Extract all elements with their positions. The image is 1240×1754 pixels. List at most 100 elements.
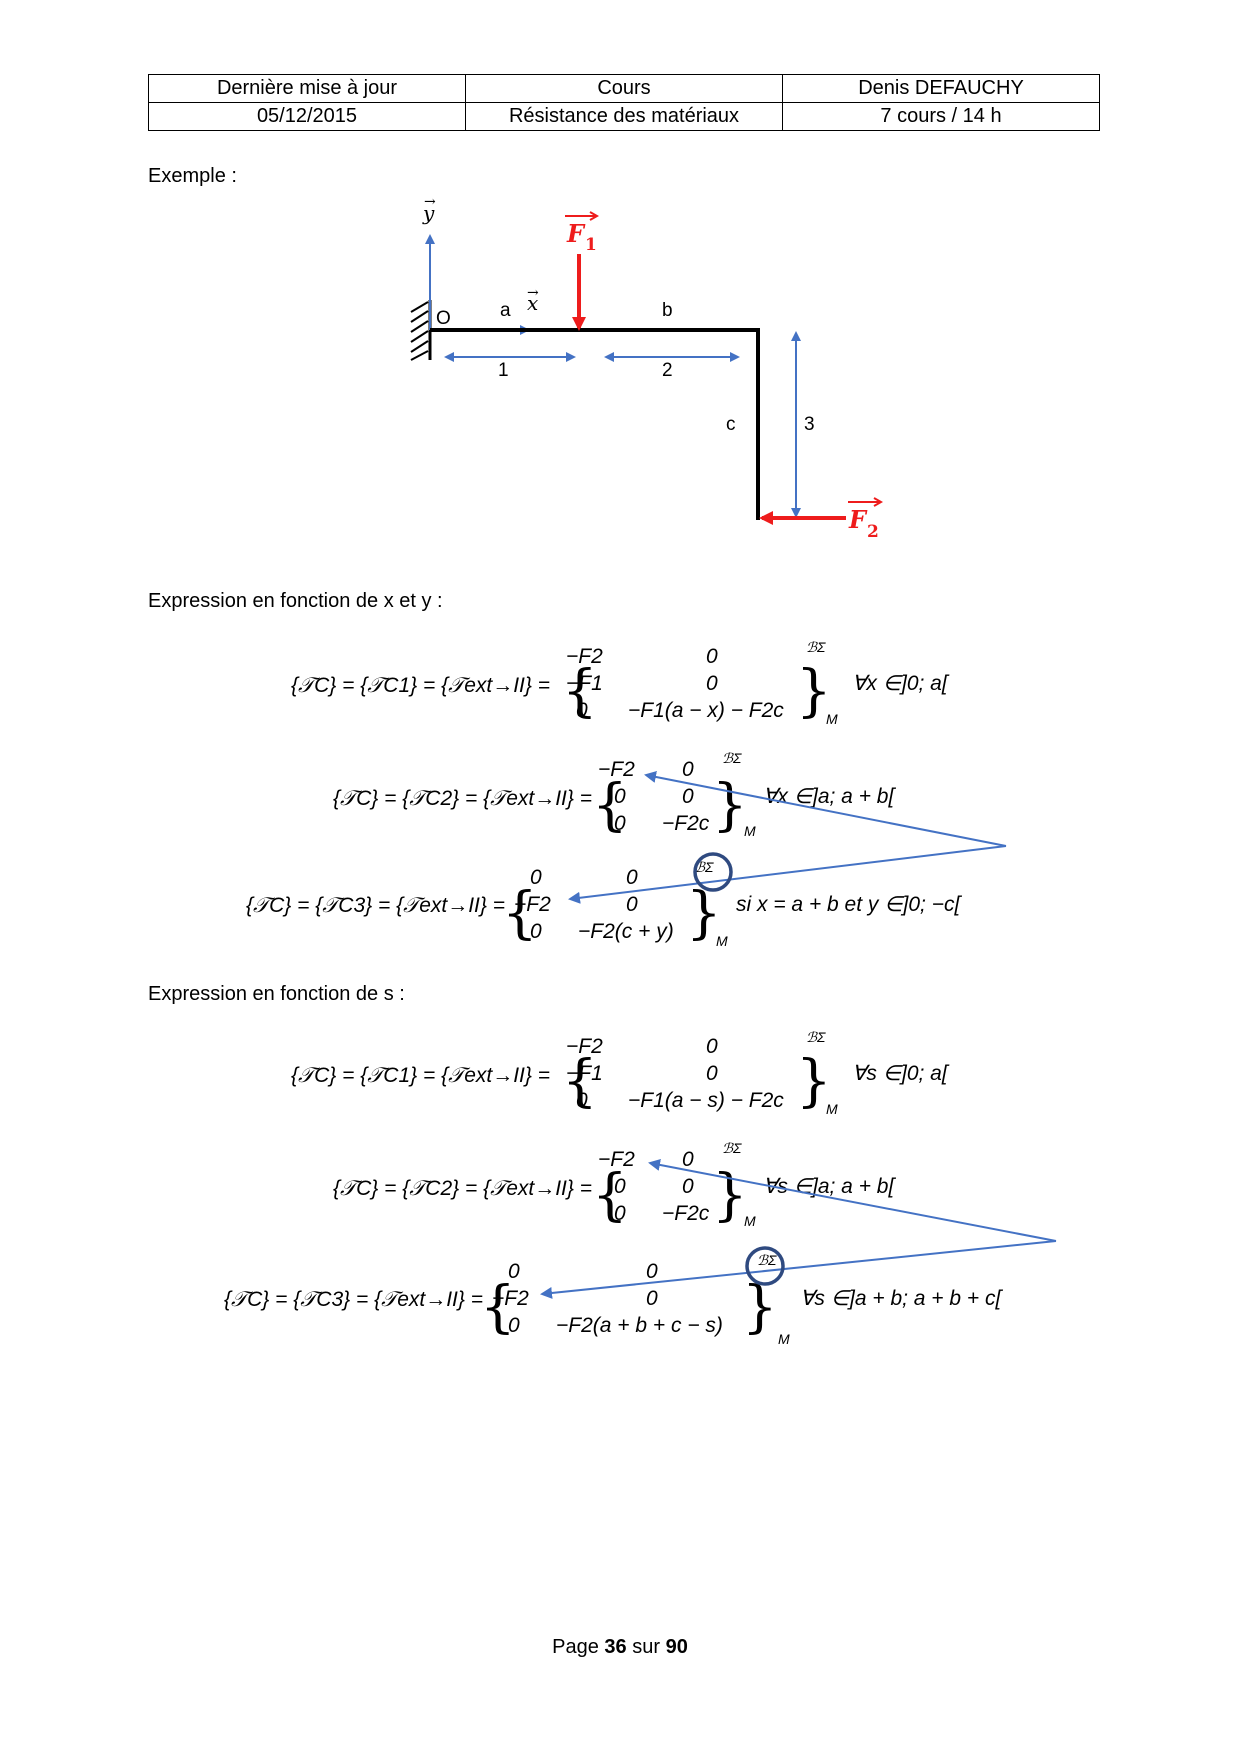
eq-xy-2-m21: 0 xyxy=(614,785,626,808)
force-f1-label: F xyxy=(566,219,586,248)
eq-s-1-basis: ℬΣ xyxy=(806,1029,826,1045)
annotation-circle-s xyxy=(745,1246,785,1286)
header-duration: 7 cours / 14 h xyxy=(782,102,1100,131)
eq-s-3-condition: ∀s ∈]a + b; a + b + c[ xyxy=(800,1287,1004,1310)
eq-s-3-lhs: {𝒯C} = {𝒯C3} = {𝒯ext→II} = xyxy=(224,1288,483,1311)
brace-close: } xyxy=(712,1163,748,1228)
eq-xy-3-m21: −F2 xyxy=(514,893,551,916)
f2-vector-bar xyxy=(848,497,884,507)
header-date: 05/12/2015 xyxy=(148,102,466,131)
eq-s-2-point: M xyxy=(744,1213,756,1229)
brace-close: } xyxy=(712,773,748,838)
segment-3-label: 3 xyxy=(804,414,815,435)
eq-s-2-m31: 0 xyxy=(614,1202,626,1225)
eq-s-2-m32: −F2c xyxy=(662,1202,710,1225)
eq-xy-3-m12: 0 xyxy=(626,866,638,889)
footer-page-total: 90 xyxy=(665,1636,688,1658)
eq-s-3-point: M xyxy=(778,1331,790,1347)
force-f1-subscript: 1 xyxy=(585,235,597,255)
brace-open: { xyxy=(562,659,598,724)
eq-xy-1-condition: ∀x ∈]0; a[ xyxy=(852,672,950,695)
eq-xy-2-m12: 0 xyxy=(682,758,694,781)
eq-s-3-basis: ℬΣ xyxy=(757,1252,777,1268)
eq-xy-2-m22: 0 xyxy=(682,785,694,808)
page-footer: Page 36 sur 90 xyxy=(0,1636,1240,1659)
footer-page-number: 36 xyxy=(604,1636,627,1658)
header-course-title: Résistance des matériaux xyxy=(465,102,783,131)
x-vector-mark: → xyxy=(527,285,539,301)
eq-s-1-m12: 0 xyxy=(706,1035,718,1058)
f1-vector-bar xyxy=(565,211,600,221)
header-table: Dernière mise à jour Cours Denis DEFAUCH… xyxy=(148,74,1100,131)
header-last-update-label: Dernière mise à jour xyxy=(148,74,466,103)
force-f2-subscript: 2 xyxy=(867,522,879,542)
eq-s-2-m22: 0 xyxy=(682,1175,694,1198)
length-a-label: a xyxy=(500,300,511,321)
y-axis-label: y xyxy=(422,201,435,225)
brace-open: { xyxy=(592,773,628,838)
brace-open: { xyxy=(562,1049,598,1114)
section-xy-label: Expression en fonction de x et y : xyxy=(148,590,443,612)
eq-xy-2-condition: ∀x ∈]a; a + b[ xyxy=(763,785,896,808)
eq-s-1-m11: −F2 xyxy=(566,1035,603,1058)
length-b-label: b xyxy=(662,300,673,321)
section-s-label: Expression en fonction de s : xyxy=(148,983,405,1005)
eq-xy-3-m22: 0 xyxy=(626,893,638,916)
eq-xy-3-m31: 0 xyxy=(530,920,542,943)
eq-xy-1-m22: 0 xyxy=(706,672,718,695)
brace-close: } xyxy=(742,1275,778,1340)
brace-open: { xyxy=(480,1275,516,1340)
eq-s-2-m21: 0 xyxy=(614,1175,626,1198)
eq-s-3-m31: 0 xyxy=(508,1314,520,1337)
segment-1-label: 1 xyxy=(498,360,509,381)
annotation-circle-xy xyxy=(693,852,733,892)
eq-s-2-lhs: {𝒯C} = {𝒯C2} = {𝒯ext→II} = xyxy=(333,1177,592,1200)
eq-xy-1-m32: −F1(a − x) − F2c xyxy=(628,699,784,722)
eq-s-1-m21: −F1 xyxy=(566,1062,603,1085)
eq-s-1-m32: −F1(a − s) − F2c xyxy=(628,1089,784,1112)
eq-s-2-m11: −F2 xyxy=(598,1148,635,1171)
eq-s-2-m12: 0 xyxy=(682,1148,694,1171)
eq-s-2-condition: ∀s ∈]a; a + b[ xyxy=(763,1175,896,1198)
eq-xy-3-lhs: {𝒯C} = {𝒯C3} = {𝒯ext→II} = xyxy=(246,894,505,917)
beam-diagram: y → x → O a b c 1 2 3 F 1 F 2 xyxy=(410,194,884,542)
eq-s-1-m22: 0 xyxy=(706,1062,718,1085)
eq-xy-1-m11: −F2 xyxy=(566,645,603,668)
eq-s-3-m11: 0 xyxy=(508,1260,520,1283)
brace-close: } xyxy=(796,659,832,724)
footer-sur-word: sur xyxy=(632,1636,661,1658)
eq-s-3-m12: 0 xyxy=(646,1260,658,1283)
eq-xy-2-m11: −F2 xyxy=(598,758,635,781)
eq-xy-3-condition: si x = a + b et y ∈]0; −c[ xyxy=(736,893,962,916)
footer-page-word: Page xyxy=(552,1636,599,1658)
eq-xy-2-lhs: {𝒯C} = {𝒯C2} = {𝒯ext→II} = xyxy=(333,787,592,810)
eq-xy-1-point: M xyxy=(826,711,838,727)
eq-s-1-m31: 0 xyxy=(576,1089,588,1112)
header-type-label: Cours xyxy=(465,74,783,103)
eq-s-2-basis: ℬΣ xyxy=(722,1140,742,1156)
eq-s-3-m21: −F2 xyxy=(492,1287,529,1310)
brace-open: { xyxy=(592,1163,628,1228)
eq-xy-1-lhs: {𝒯C} = {𝒯C1} = {𝒯ext→II} = xyxy=(291,674,550,697)
x-axis-label: x xyxy=(527,291,538,315)
eq-xy-1-basis: ℬΣ xyxy=(806,639,826,655)
eq-xy-3-point: M xyxy=(716,933,728,949)
brace-open: { xyxy=(502,881,538,946)
eq-s-3-m32: −F2(a + b + c − s) xyxy=(556,1314,723,1337)
eq-s-3-m22: 0 xyxy=(646,1287,658,1310)
annotation-arrow-s-bottom xyxy=(540,1240,1057,1299)
example-label: Exemple : xyxy=(148,165,237,187)
eq-xy-2-basis: ℬΣ xyxy=(722,750,742,766)
y-vector-mark: → xyxy=(424,194,436,210)
eq-xy-2-m32: −F2c xyxy=(662,812,710,835)
length-c-label: c xyxy=(726,414,736,435)
eq-xy-1-m31: 0 xyxy=(576,699,588,722)
eq-xy-1-m21: −F1 xyxy=(566,672,603,695)
eq-xy-2-point: M xyxy=(744,823,756,839)
brace-close: } xyxy=(686,881,722,946)
eq-s-1-lhs: {𝒯C} = {𝒯C1} = {𝒯ext→II} = xyxy=(291,1064,550,1087)
eq-xy-2-m31: 0 xyxy=(614,812,626,835)
brace-close: } xyxy=(796,1049,832,1114)
annotation-arrow-xy-bottom xyxy=(568,845,1007,904)
